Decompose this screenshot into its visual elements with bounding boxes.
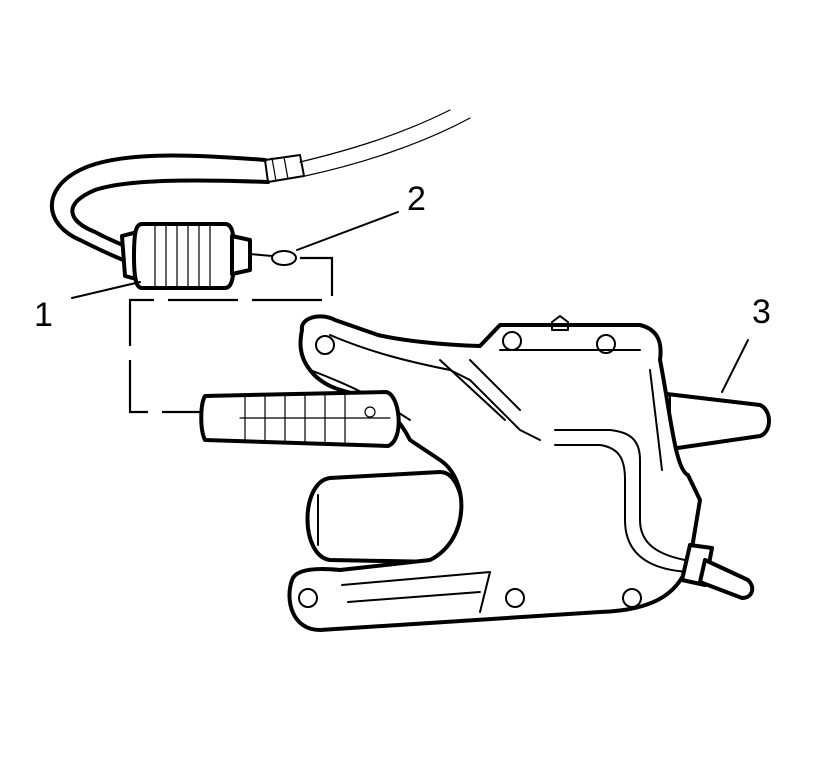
callout-3: 3: [752, 293, 771, 331]
cable-sheath: [264, 109, 471, 183]
leader-lines: [71, 211, 749, 393]
engagement-path: [128, 256, 334, 414]
callout-2: 2: [407, 180, 426, 218]
callout-1: 1: [34, 296, 53, 334]
brake-cable: [49, 153, 270, 264]
cable-receiver-socket: [199, 390, 401, 448]
actuator-housing: [287, 314, 771, 632]
cable-end-fitting: [120, 222, 297, 290]
